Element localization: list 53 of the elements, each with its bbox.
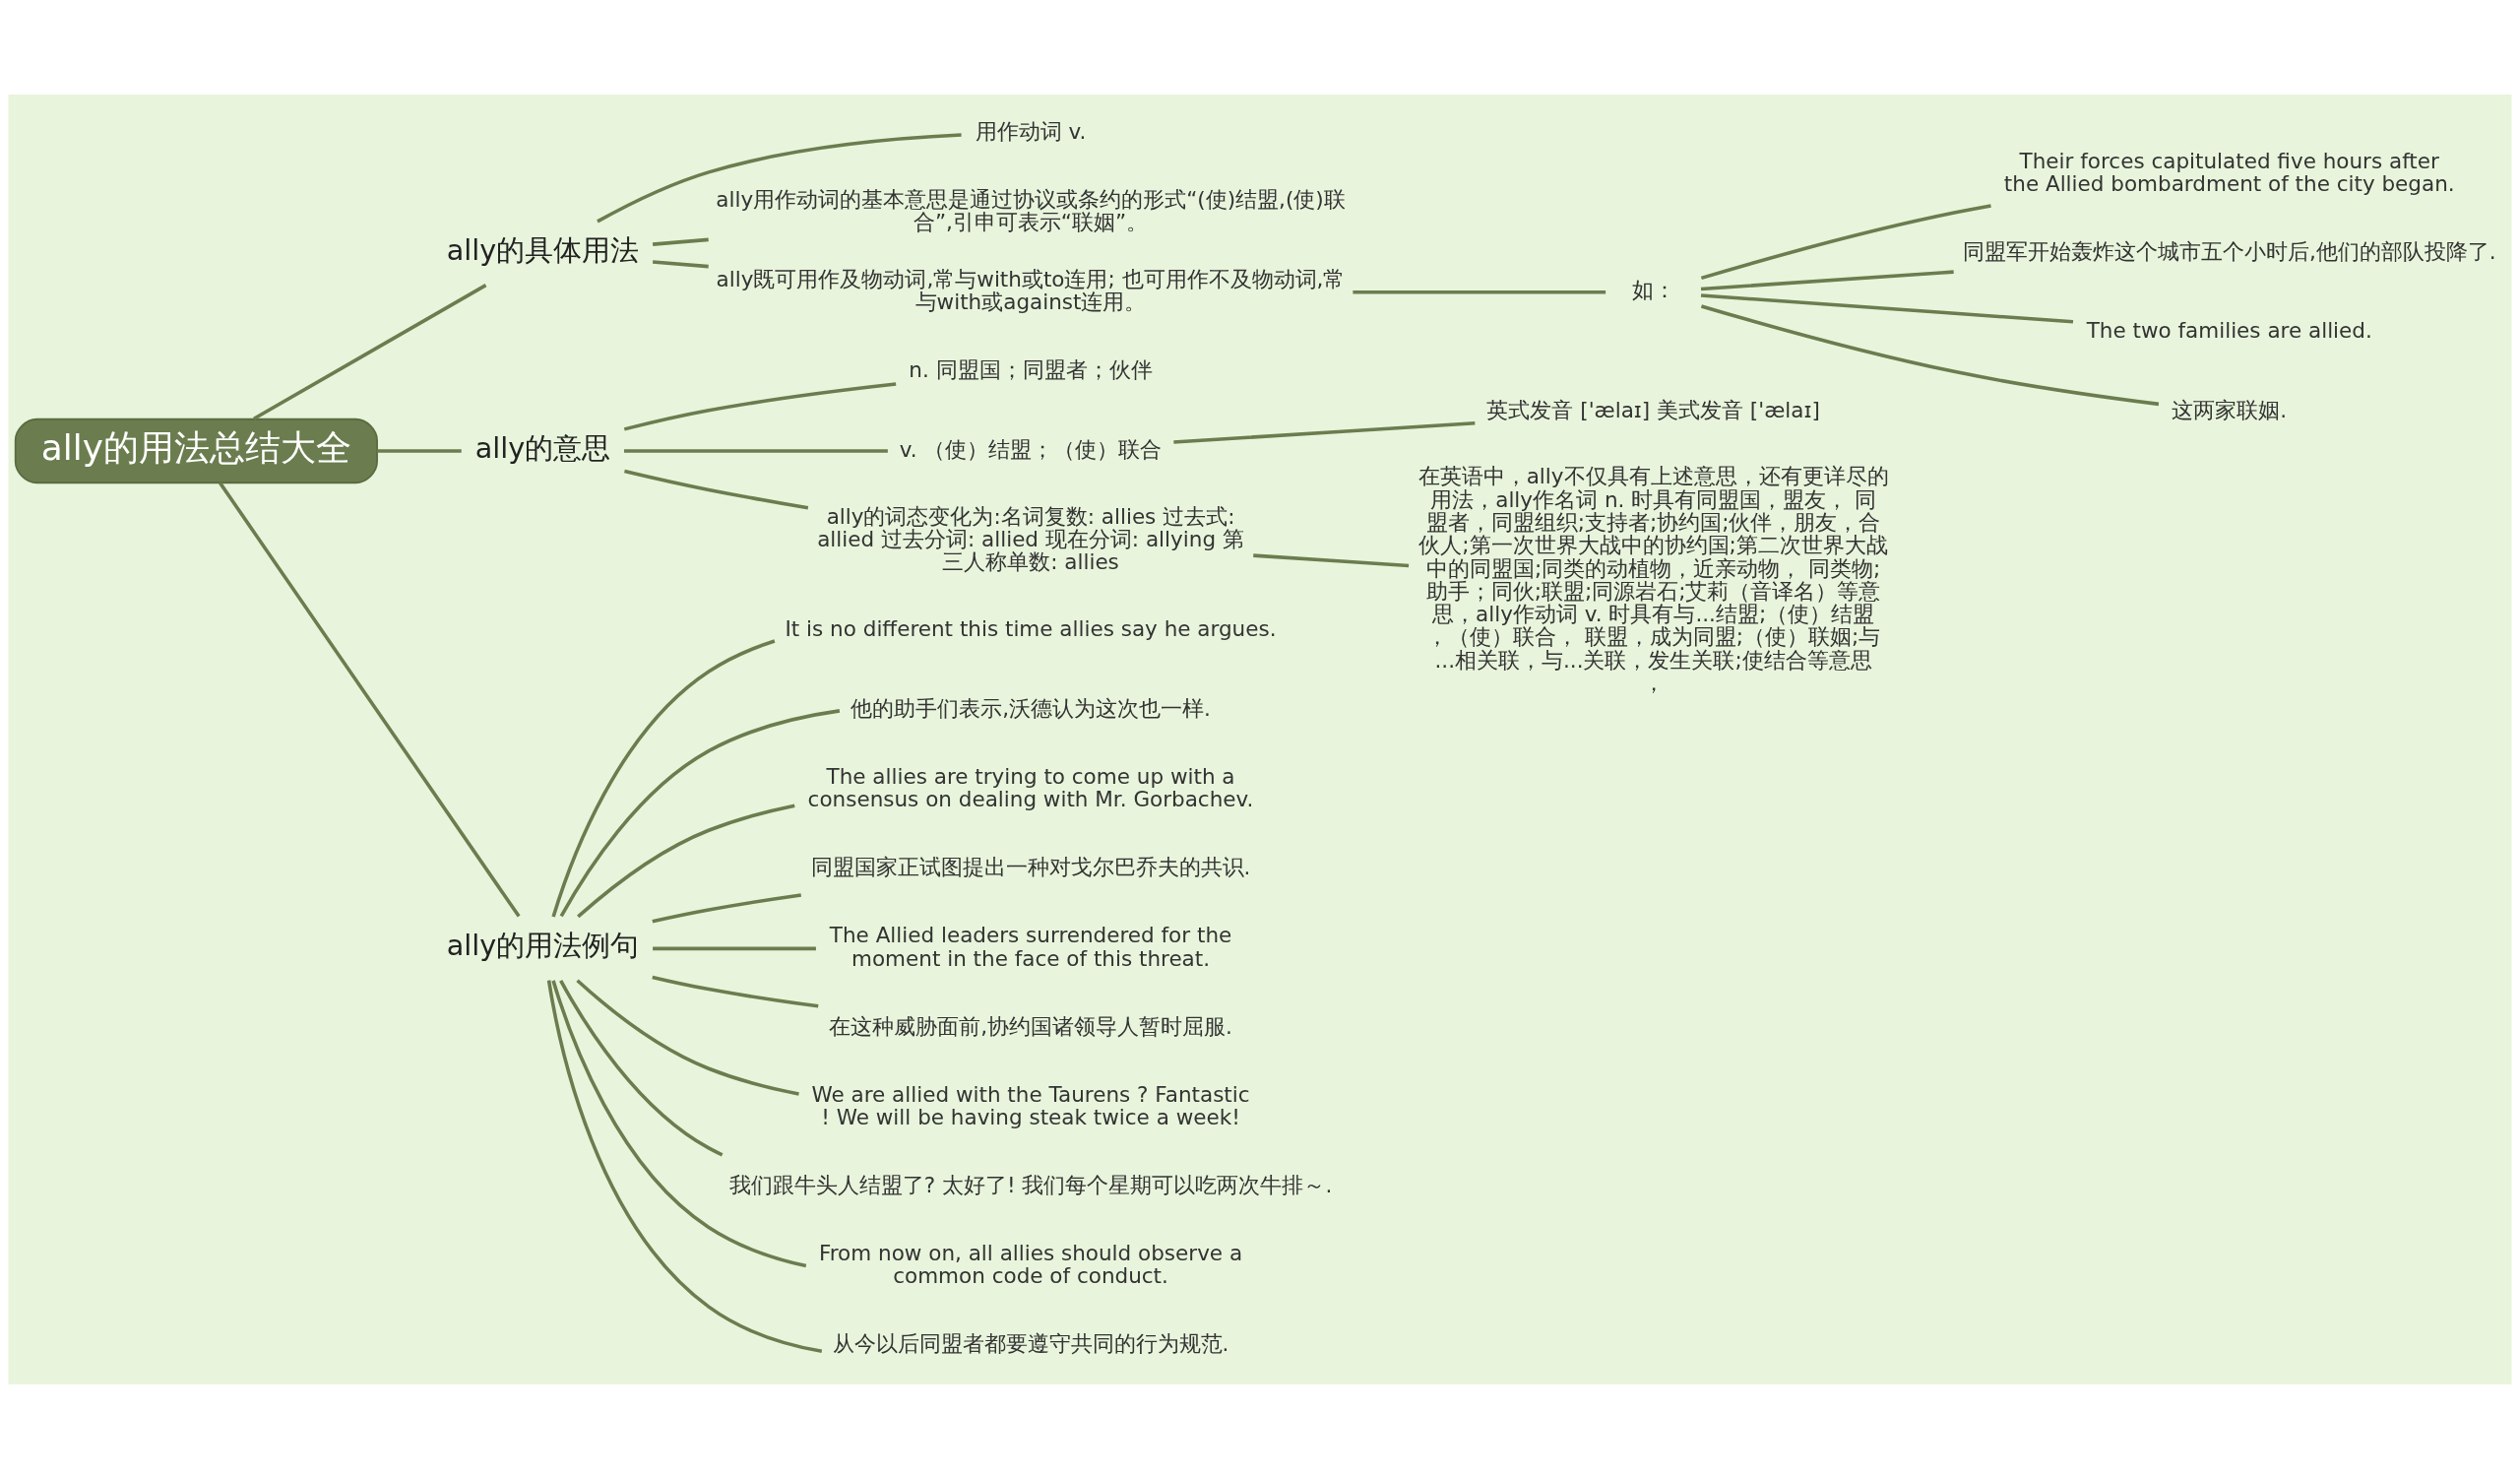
node-text: 这两家联姻.	[2172, 397, 2288, 422]
connector	[624, 469, 809, 510]
connector	[551, 979, 807, 1267]
node-text: n. 同盟国；同盟者；伙伴	[909, 356, 1153, 382]
connector	[1353, 289, 1606, 293]
node-text: ally既可用作及物动词,常与with或to连用; 也可用作不及物动词,常与with或against连用。	[716, 266, 1346, 314]
connector	[559, 979, 724, 1156]
node-text: It is no different this time allies say he argues.	[785, 615, 1277, 641]
connector	[219, 481, 521, 918]
node-text: ally的用法例句	[446, 928, 640, 962]
node-text: 我们跟牛头人结盟了? 太好了! 我们每个星期可以吃两次牛排～.	[728, 1172, 1333, 1197]
node-text: 从今以后同盟者都要遵守共同的行为规范.	[832, 1330, 1229, 1356]
node-text: 如：	[1631, 277, 1675, 302]
node-text: The two families are allied.	[2086, 317, 2372, 343]
connector	[1700, 203, 1991, 280]
connector	[576, 978, 799, 1096]
connector	[1253, 552, 1410, 567]
node-text: Their forces capitulated five hours after the Allied bombardment of the city began.	[2003, 148, 2455, 196]
node-text: 在这种威胁面前,协约国诸领导人暂时屈服.	[829, 1013, 1232, 1039]
node-text: ally的词态变化为:名词复数: allies 过去式: allied 过去分词: allied 现在分词: allying 第三人称单数: allies	[817, 503, 1244, 574]
connector	[652, 259, 709, 268]
connector	[546, 979, 823, 1353]
node-text: 在英语中，ally不仅具有上述意思，还有更详尽的用法，ally作名词 n. 时具有同盟国，盟友， 同盟者，同盟组织;支持者;协约国;伙伴，朋友，合伙人;第一次世界大战中的协约国;第二次世界大战中的同盟国;同类的动植物，近亲动物， 同类物;助手；同伙;联盟;同源岩石;艾莉（音译名）等意思，ally作动词 v. 时具有与...结盟;（使）结盟，（使）联合， 联盟，成为同盟;（使）联姻;与...相关联，与...关联，发生关联;使结合等意思，	[1418, 463, 1889, 695]
connector	[559, 708, 841, 917]
node-text: From now on, all allies should observe a common code of conduct.	[818, 1240, 1243, 1288]
node-box: ally的用法总结大全	[14, 418, 378, 483]
connector	[653, 946, 816, 950]
node-text: v. （使）结盟；（使）联合	[899, 436, 1163, 462]
connector	[1700, 292, 2074, 324]
node-text: 他的助手们表示,沃德认为这次也一样.	[850, 695, 1211, 721]
connector	[551, 638, 776, 918]
connector	[652, 975, 819, 1008]
connector	[624, 448, 888, 453]
node-text: 用作动词 v.	[975, 118, 1087, 144]
connector	[253, 283, 487, 420]
connector	[1700, 269, 1954, 290]
connector	[652, 237, 709, 246]
node-text: ally用作动词的基本意思是通过协议或条约的形式“(使)结盟,(使)联合”,引申可表示“联姻”。	[716, 186, 1346, 234]
node-text: ally的意思	[474, 430, 611, 465]
node-text: We are allied with the Taurens ? Fantastic ! We will be having steak twice a week!	[811, 1081, 1250, 1129]
node-text: ally的具体用法	[446, 232, 640, 267]
node-text: 同盟军开始轰炸这个城市五个小时后,他们的部队投降了.	[1962, 238, 2496, 264]
node-text: 同盟国家正试图提出一种对戈尔巴乔夫的共识.	[810, 854, 1251, 879]
connector	[597, 132, 962, 223]
connector	[577, 803, 795, 918]
node-text: The allies are trying to come up with a consensus on dealing with Mr. Gorbachev.	[807, 763, 1254, 811]
connector	[652, 892, 802, 923]
connector	[623, 381, 897, 431]
connector	[1173, 420, 1476, 444]
node-text: The Allied leaders surrendered for the moment in the face of this threat.	[829, 922, 1232, 971]
node-text: 英式发音 ['ælaɪ] 美式发音 ['ælaɪ]	[1486, 397, 1820, 422]
connector	[377, 448, 462, 453]
connector	[1700, 303, 2160, 406]
